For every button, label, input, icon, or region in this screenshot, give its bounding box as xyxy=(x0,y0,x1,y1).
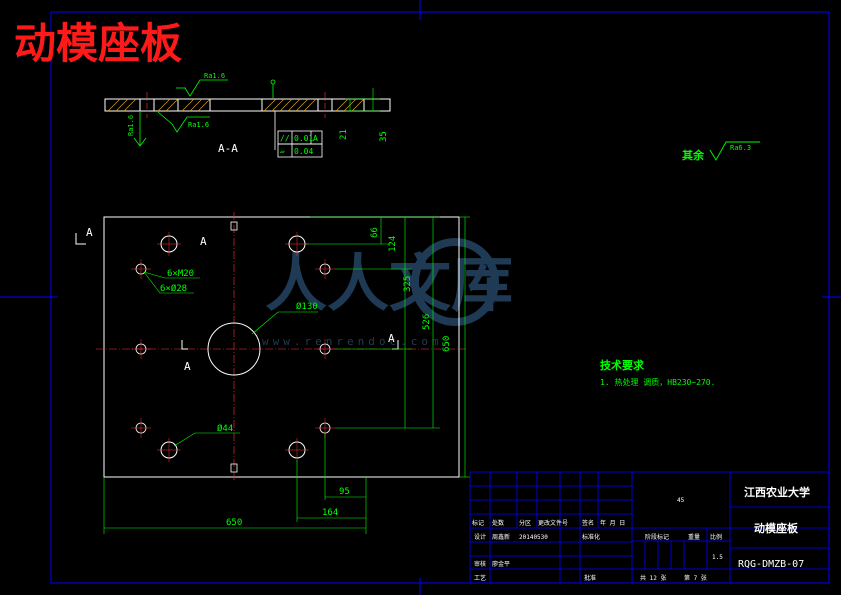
watermark-url: www.renrendoc.com xyxy=(262,335,443,348)
dim-21: 21 xyxy=(339,129,349,140)
tb-r-std: 标准化 xyxy=(582,533,600,541)
plate-outline xyxy=(103,216,460,478)
tolerance-frame xyxy=(274,111,323,158)
title-block-text: 标记 处数 分区 更改文件号 签名 年 月 日 设计 周鑫新 20140530 … xyxy=(472,497,723,582)
tb-sheet: 第 7 张 xyxy=(684,574,707,582)
dim-95: 95 xyxy=(339,487,350,497)
edge-marks xyxy=(230,221,238,473)
plan-centerlines xyxy=(96,212,466,482)
view-label-a-left: A xyxy=(86,226,93,239)
dim-650-horizontal: 650 xyxy=(226,518,242,528)
other-finish-symbol xyxy=(709,141,760,161)
section-view xyxy=(104,98,391,112)
tol-row1-ref: A xyxy=(313,134,318,143)
tb-checker: 廖金平 xyxy=(492,560,510,568)
section-centerlines xyxy=(146,92,326,118)
view-label-a-hole: A xyxy=(200,235,207,248)
title-block-grid xyxy=(469,471,830,584)
tech-req-title: 技术要求 xyxy=(600,358,645,372)
thread-label: 6×M20 xyxy=(167,269,194,279)
dim-35: 35 xyxy=(379,131,389,142)
horizontal-dims xyxy=(103,433,367,534)
roughness-symbol-mid xyxy=(157,111,210,133)
guide-hole-centers xyxy=(157,232,309,462)
tb-h-zone: 分区 xyxy=(519,519,531,527)
tb-r-design: 设计 xyxy=(474,533,486,541)
tol-row1-sym: // xyxy=(280,134,290,143)
tb-r-approve: 批准 xyxy=(584,574,596,582)
tb-scale-val: 1.5 xyxy=(712,554,723,561)
section-dims xyxy=(345,88,380,112)
tol-row2-val: 0.04 xyxy=(294,147,313,156)
tb-part-name: 动模座板 xyxy=(754,521,799,535)
datum-marker xyxy=(270,79,276,98)
tb-scale: 比例 xyxy=(710,533,722,541)
tb-weight: 重量 xyxy=(688,533,700,541)
other-finish-value: Ra6.3 xyxy=(730,144,751,152)
tb-h-sign: 签名 xyxy=(582,519,594,527)
watermark-ring xyxy=(411,238,499,326)
dim-325: 325 xyxy=(403,276,413,292)
tb-h-date: 年 月 日 xyxy=(600,519,625,527)
tol-row2-sym: ▱ xyxy=(280,147,285,156)
tb-drawing-no: RQG-DMZB-07 xyxy=(738,559,804,570)
tb-school: 江西农业大学 xyxy=(744,485,810,499)
hole-leaders xyxy=(143,271,318,447)
watermark: 人人文库 www.renrendoc.com xyxy=(262,238,513,348)
dim-526: 526 xyxy=(422,314,432,330)
tb-material: 45 xyxy=(677,497,685,504)
center-hole xyxy=(207,322,261,376)
roughness-symbol-top xyxy=(176,79,228,97)
roughness-left-label: Ra1.6 xyxy=(127,115,135,136)
cbore-label: 6×Ø28 xyxy=(160,283,187,294)
roughness-top-label: Ra1.6 xyxy=(204,72,225,80)
tb-h-count: 处数 xyxy=(492,519,504,527)
hatching xyxy=(107,98,365,112)
dim-164: 164 xyxy=(322,508,338,518)
dim-124: 124 xyxy=(388,236,398,252)
dim-66: 66 xyxy=(370,227,380,238)
tb-r-proc: 工艺 xyxy=(474,574,486,582)
tb-h-doc: 更改文件号 xyxy=(538,519,568,527)
view-label-a-center: A xyxy=(184,360,191,373)
tb-designer: 周鑫新 xyxy=(492,533,510,541)
other-finish-label: 其余 xyxy=(682,148,705,162)
vertical-dims xyxy=(305,216,470,478)
section-label: A-A xyxy=(218,142,238,155)
dim-650-vertical: 650 xyxy=(442,336,452,352)
roughness-mid-label: Ra1.6 xyxy=(188,121,209,129)
drawing-title: 动模座板 xyxy=(14,19,182,68)
tb-r-check: 审核 xyxy=(474,560,486,568)
tb-stage: 阶段标记 xyxy=(645,533,669,541)
roughness-symbol-left xyxy=(133,112,147,147)
tb-sheets: 共 12 张 xyxy=(640,574,666,582)
tech-req-line1: 1. 热处理 调质，HB230~270. xyxy=(600,377,715,387)
tol-row1-val: 0.01 xyxy=(294,134,313,143)
view-label-a-right: A xyxy=(388,332,395,345)
center-hole-label: Ø130 xyxy=(296,301,318,312)
guide-hole-label: Ø44 xyxy=(217,423,233,434)
tb-design-date: 20140530 xyxy=(519,534,548,541)
tb-h-mark: 标记 xyxy=(472,519,484,527)
watermark-text: 人人文库 xyxy=(265,247,513,320)
